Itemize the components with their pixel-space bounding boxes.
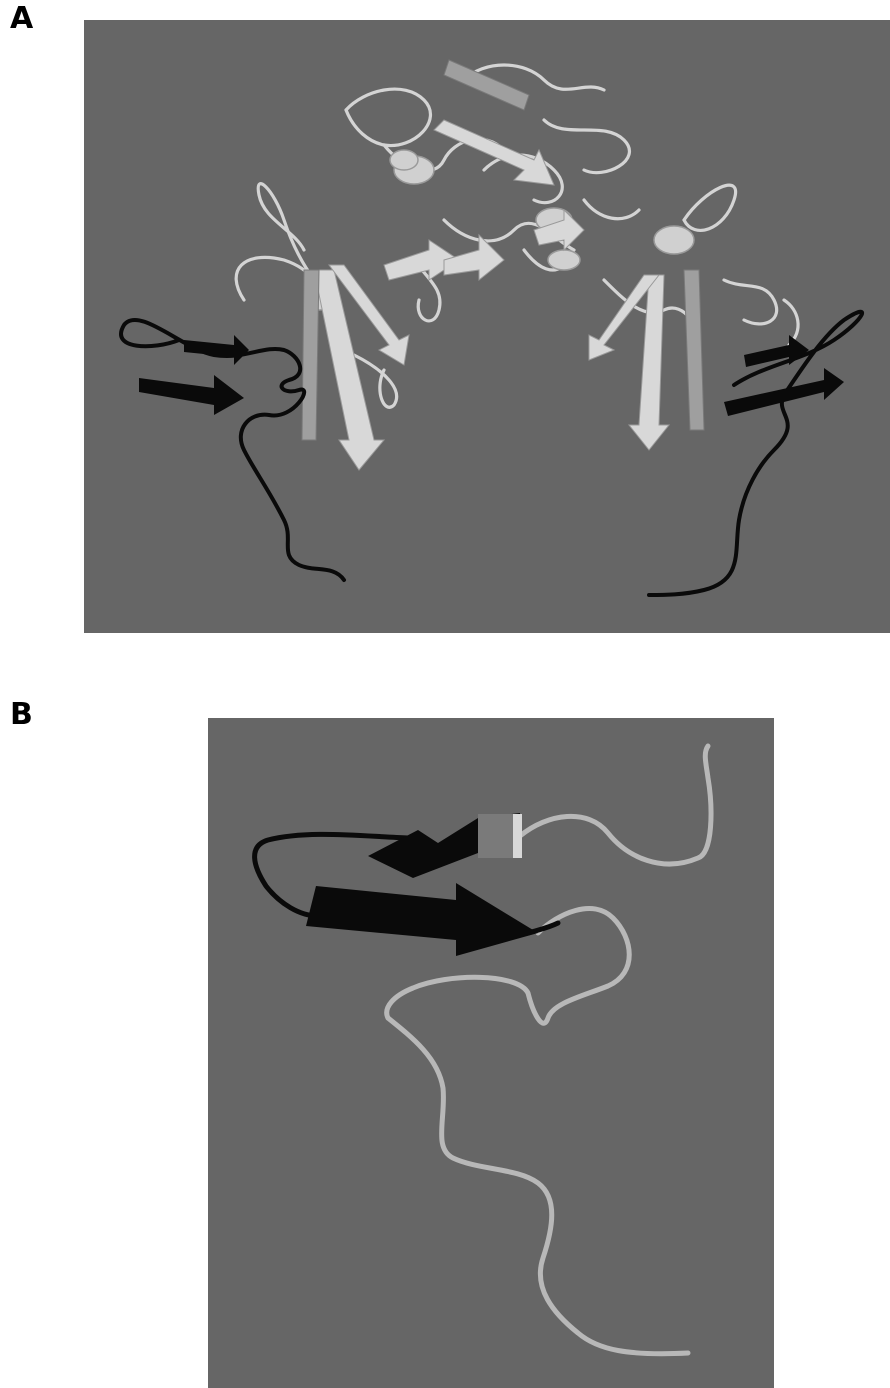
panel-b-label: B bbox=[10, 700, 33, 730]
panel-a-label: A bbox=[10, 4, 33, 34]
protein-dimer-ribbon-diagram bbox=[84, 20, 890, 633]
segment-closeup-ribbon-diagram bbox=[208, 718, 774, 1388]
strand-end-block bbox=[478, 814, 522, 858]
panel-a-structure-image bbox=[84, 20, 890, 633]
panel-b-structure-image bbox=[208, 718, 774, 1388]
